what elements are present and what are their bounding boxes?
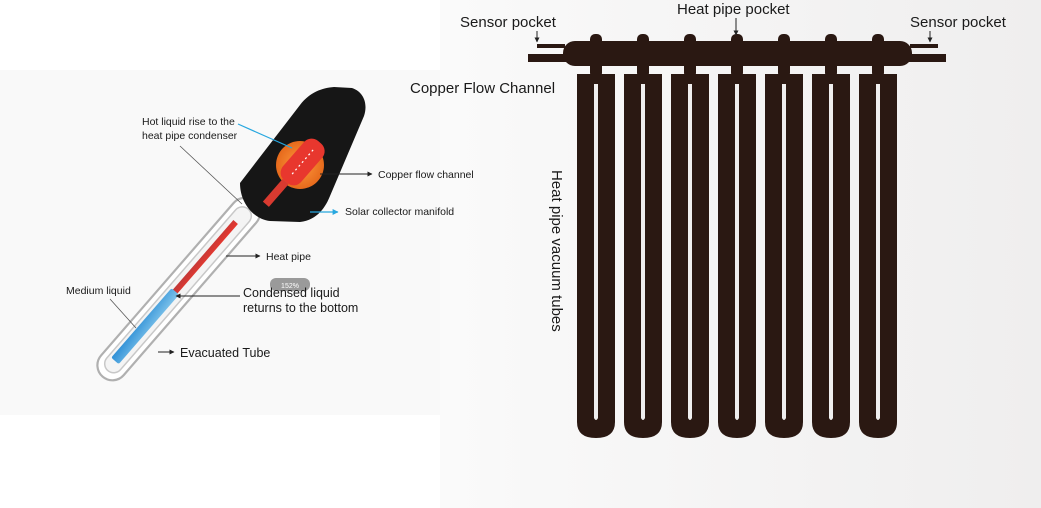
- vacuum-tube-gap: [688, 84, 692, 420]
- heat-pipe-pocket: [731, 34, 743, 78]
- copper-flow-channel-left-label: Copper flow channel: [378, 169, 474, 181]
- heat-pipe-label: Heat pipe: [266, 251, 311, 263]
- heat-pipe-pocket: [778, 34, 790, 78]
- heat-pipe-vacuum-tubes-label: Heat pipe vacuum tubes: [548, 170, 565, 332]
- sensor-pocket-right-label: Sensor pocket: [910, 14, 1007, 31]
- condenser-highlight: [291, 149, 314, 176]
- solar-collector-manifold-label: Solar collector manifold: [345, 206, 454, 218]
- hot-liquid-label-line2: heat pipe condenser: [142, 130, 238, 142]
- vacuum-tube-gap: [876, 84, 880, 420]
- hot-liquid-leader-secondary: [179, 145, 243, 205]
- heat-pipe-pocket-label: Heat pipe pocket: [677, 1, 790, 18]
- hot-liquid-leader: [237, 123, 293, 149]
- vacuum-tube-gap: [641, 84, 645, 420]
- heat-pipe-pocket: [684, 34, 696, 78]
- condensed-liquid-label-line1: Condensed liquid: [243, 286, 340, 300]
- zoom-badge: [270, 278, 310, 291]
- medium-liquid: [111, 288, 179, 364]
- medium-liquid-leader: [109, 298, 137, 329]
- condenser-neck: [262, 178, 289, 207]
- zoom-badge-text: 152%: [281, 283, 299, 290]
- vacuum-tube-gap: [735, 84, 739, 420]
- sensor-pocket-left-label: Sensor pocket: [460, 14, 557, 31]
- condensed-liquid-label-line2: returns to the bottom: [243, 301, 358, 315]
- medium-liquid-label: Medium liquid: [66, 285, 131, 297]
- vacuum-tube-gap: [829, 84, 833, 420]
- sensor-pocket-right-stub: [910, 44, 938, 48]
- vacuum-tube-group: [577, 34, 897, 438]
- heat-pipe-collector-assembly: [528, 34, 946, 438]
- hot-liquid-label-line1: Hot liquid rise to the: [142, 116, 235, 128]
- copper-flow-channel-label: Copper Flow Channel: [410, 80, 555, 97]
- single-tube-cross-section: [96, 87, 366, 382]
- evacuated-tube-label: Evacuated Tube: [180, 346, 270, 360]
- heat-pipe-pocket: [872, 34, 884, 78]
- heat-pipe-pocket: [637, 34, 649, 78]
- sensor-pocket-left-stub: [537, 44, 565, 48]
- vacuum-tube-gap: [782, 84, 786, 420]
- vacuum-tube-gap: [594, 84, 598, 420]
- heat-pipe-pocket: [590, 34, 602, 78]
- heat-pipe-pocket: [825, 34, 837, 78]
